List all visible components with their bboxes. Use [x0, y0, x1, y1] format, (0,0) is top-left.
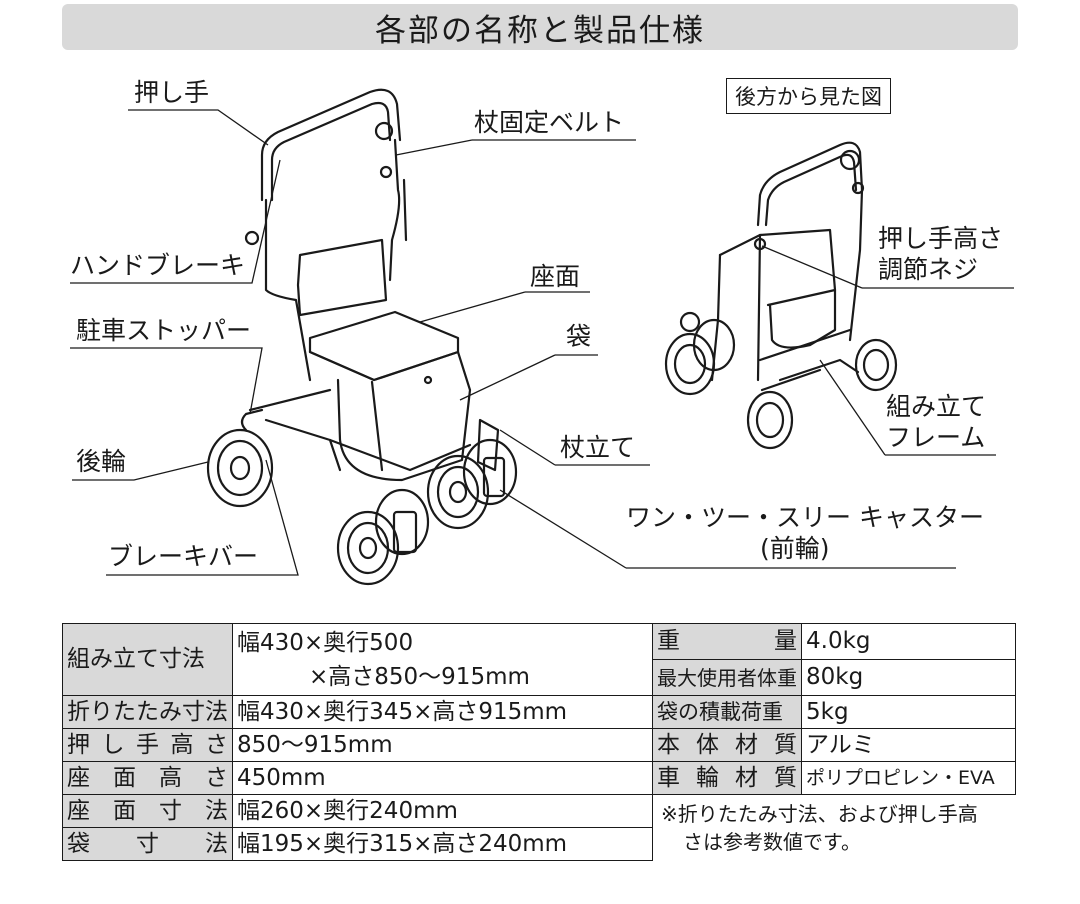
- spec-value: 幅260×奥行240mm: [232, 794, 653, 828]
- spec-label: 座面寸法: [62, 794, 233, 828]
- label-cane-stand: 杖立て: [560, 433, 636, 462]
- label-seat: 座面: [530, 262, 581, 291]
- spec-value: 80kg: [801, 659, 1016, 696]
- spec-value: 幅195×奥行315×高さ240mm: [232, 827, 653, 861]
- label-push-handle: 押し手: [134, 78, 210, 107]
- note-line: さは参考数値です。: [683, 829, 861, 854]
- label-brake-bar: ブレーキバー: [108, 542, 259, 571]
- spec-label: 本体材質: [652, 728, 802, 762]
- spec-label: 重量: [652, 623, 802, 660]
- spec-value: 450mm: [232, 761, 653, 795]
- label-hand-brake: ハンドブレーキ: [70, 251, 246, 280]
- rear-view-label: 後方から見た図: [726, 78, 891, 114]
- spec-value: 5kg: [801, 695, 1016, 729]
- spec-value-line: ×高さ850〜915mm: [309, 664, 530, 690]
- front-caster-shape: [336, 438, 518, 586]
- spec-table: 組み立て寸法 幅430×奥行500 ×高さ850〜915mm 重量 4.0kg …: [62, 623, 1016, 861]
- label-height-screw-2: 調節ネジ: [878, 255, 979, 284]
- seat-shape: [308, 310, 460, 382]
- page-title: 各部の名称と製品仕様: [62, 4, 1018, 50]
- spec-label: 押し手高さ: [62, 728, 233, 762]
- spec-value: 4.0kg: [801, 623, 1016, 660]
- label-frame-1: 組み立て: [886, 392, 987, 421]
- note-line: ※折りたたみ寸法、および押し手高: [661, 801, 978, 826]
- label-caster: ワン・ツー・スリー キャスター: [626, 503, 984, 532]
- spec-value: ポリプロピレン・EVA: [801, 761, 1016, 795]
- spec-label: 最大使用者体重: [652, 659, 802, 696]
- spec-label: 車輪材質: [652, 761, 802, 795]
- spec-label: 袋の積載荷重: [652, 695, 802, 729]
- label-rear-wheel: 後輪: [76, 447, 127, 476]
- push-handle-shape: [260, 88, 402, 202]
- spec-label: 折りたたみ寸法: [62, 695, 233, 729]
- spec-value: 850〜915mm: [232, 728, 653, 762]
- spec-value: アルミ: [801, 728, 1016, 762]
- rear-wheel-shape: [206, 428, 274, 508]
- label-caster-sub: (前輪): [760, 534, 830, 563]
- product-illustration: [70, 88, 1014, 586]
- label-frame-2: フレーム: [886, 423, 986, 452]
- label-height-screw-1: 押し手高さ: [878, 224, 1004, 253]
- spec-note: ※折りたたみ寸法、および押し手高 さは参考数値です。: [653, 795, 1016, 861]
- label-parking-stopper: 駐車ストッパー: [76, 316, 252, 345]
- spec-label: 袋寸法: [62, 827, 233, 861]
- spec-label: 座面高さ: [62, 761, 233, 795]
- label-cane-belt: 杖固定ベルト: [474, 108, 625, 137]
- spec-value: 幅430×奥行500 ×高さ850〜915mm: [232, 623, 653, 696]
- bag-shape: [336, 350, 472, 482]
- label-bag: 袋: [566, 322, 592, 351]
- spec-label: 組み立て寸法: [62, 623, 233, 696]
- spec-value: 幅430×奥行345×高さ915mm: [232, 695, 653, 729]
- spec-value-line: 幅430×奥行500: [237, 630, 414, 656]
